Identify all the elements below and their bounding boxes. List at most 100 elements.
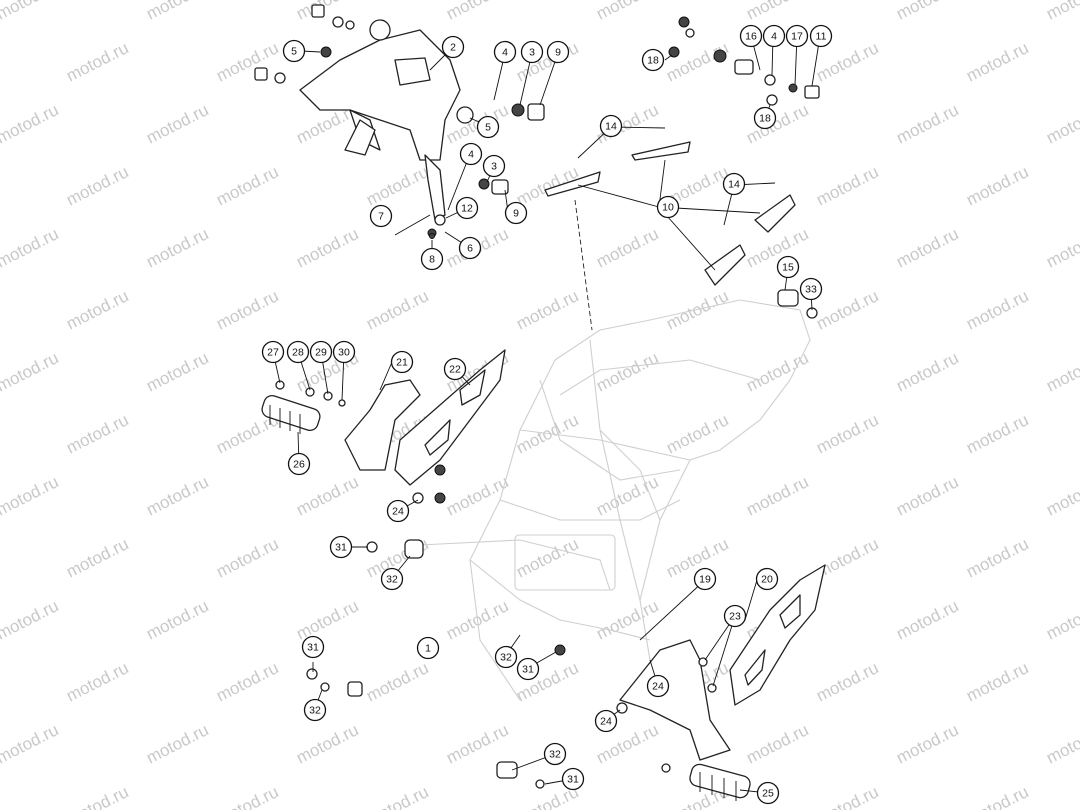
callout-number: 14 xyxy=(605,121,617,133)
callout-22: 22 xyxy=(443,357,467,381)
callout-number: 32 xyxy=(309,705,321,717)
callout-number: 32 xyxy=(549,749,561,761)
heel-guard-left xyxy=(394,349,506,486)
callout-1: 1 xyxy=(416,636,440,660)
callout-number: 17 xyxy=(791,31,803,43)
callout-number: 25 xyxy=(762,788,774,800)
callout-circle xyxy=(386,499,410,523)
callout-circle xyxy=(753,106,777,130)
callout-23: 23 xyxy=(723,604,747,628)
callout-31: 31 xyxy=(329,535,353,559)
callout-circle xyxy=(261,340,285,364)
callout-24: 24 xyxy=(594,709,618,733)
callout-number: 24 xyxy=(652,681,664,693)
callout-circle xyxy=(543,742,567,766)
callout-number: 20 xyxy=(761,574,773,586)
callout-circle xyxy=(561,767,585,791)
callout-number: 6 xyxy=(467,243,473,255)
callout-26: 26 xyxy=(287,452,311,476)
callout-circle xyxy=(693,567,717,591)
callout-circle xyxy=(755,567,779,591)
callout-number: 8 xyxy=(429,254,435,266)
callout-number: 32 xyxy=(500,652,512,664)
callout-circle xyxy=(799,277,823,301)
callout-number: 1 xyxy=(425,643,431,655)
callout-4: 4 xyxy=(762,24,786,48)
callout-circle xyxy=(722,172,746,196)
callout-8: 8 xyxy=(420,247,444,271)
callout-circle xyxy=(762,24,786,48)
swing-arm xyxy=(299,19,474,161)
callout-18: 18 xyxy=(753,106,777,130)
callout-number: 22 xyxy=(449,364,461,376)
callout-4: 4 xyxy=(493,40,517,64)
callout-18: 18 xyxy=(641,48,665,72)
callout-24: 24 xyxy=(386,499,410,523)
callout-20: 20 xyxy=(755,567,779,591)
callout-27: 27 xyxy=(261,340,285,364)
callout-circle xyxy=(282,39,306,63)
callout-29: 29 xyxy=(309,340,333,364)
footrest-bracket-right xyxy=(619,639,731,761)
callout-32: 32 xyxy=(380,567,404,591)
callout-number: 14 xyxy=(728,179,740,191)
callout-circle xyxy=(441,35,465,59)
callout-circle xyxy=(641,48,665,72)
callout-number: 16 xyxy=(745,31,757,43)
callout-circle xyxy=(656,195,680,219)
callout-3: 3 xyxy=(482,154,506,178)
callout-number: 10 xyxy=(662,202,674,214)
callout-24: 24 xyxy=(646,674,670,698)
callout-circle xyxy=(723,604,747,628)
callout-32: 32 xyxy=(303,698,327,722)
callout-circle xyxy=(776,255,800,279)
callout-9: 9 xyxy=(504,201,528,225)
callout-number: 23 xyxy=(729,611,741,623)
callout-circle xyxy=(301,635,325,659)
heel-guard-right xyxy=(729,564,826,706)
callout-number: 4 xyxy=(468,149,474,161)
callout-number: 31 xyxy=(307,642,319,654)
callout-number: 31 xyxy=(335,542,347,554)
callout-circle xyxy=(594,709,618,733)
callout-circle xyxy=(332,340,356,364)
callout-number: 29 xyxy=(315,347,327,359)
callout-circle xyxy=(546,40,570,64)
footpeg-right xyxy=(689,763,751,801)
callout-number: 31 xyxy=(567,774,579,786)
callout-circle xyxy=(785,24,809,48)
chain-guides xyxy=(544,141,796,331)
footpeg-left xyxy=(261,395,321,434)
main-frame xyxy=(419,299,811,701)
linkage-rod xyxy=(394,154,446,236)
callout-circle xyxy=(443,357,467,381)
callout-25: 25 xyxy=(756,781,780,805)
callout-14: 14 xyxy=(599,114,623,138)
callout-31: 31 xyxy=(561,767,585,791)
callout-number: 18 xyxy=(647,55,659,67)
callout-32: 32 xyxy=(494,645,518,669)
callout-circle xyxy=(516,657,540,681)
callout-circle xyxy=(482,154,506,178)
callout-17: 17 xyxy=(785,24,809,48)
callout-number: 5 xyxy=(485,122,491,134)
callout-9: 9 xyxy=(546,40,570,64)
callout-number: 28 xyxy=(292,347,304,359)
callout-number: 19 xyxy=(699,574,711,586)
callout-number: 11 xyxy=(816,31,827,43)
callout-circle xyxy=(287,452,311,476)
callout-circle xyxy=(756,781,780,805)
callout-11: 11 xyxy=(809,24,833,48)
callout-number: 18 xyxy=(759,113,771,125)
callout-circle xyxy=(455,196,479,220)
callout-number: 21 xyxy=(396,357,408,369)
callout-circle xyxy=(458,236,482,260)
callout-number: 24 xyxy=(600,716,612,728)
callout-7: 7 xyxy=(369,204,393,228)
callout-5: 5 xyxy=(476,115,500,139)
callout-circle xyxy=(420,247,444,271)
callout-28: 28 xyxy=(286,340,310,364)
